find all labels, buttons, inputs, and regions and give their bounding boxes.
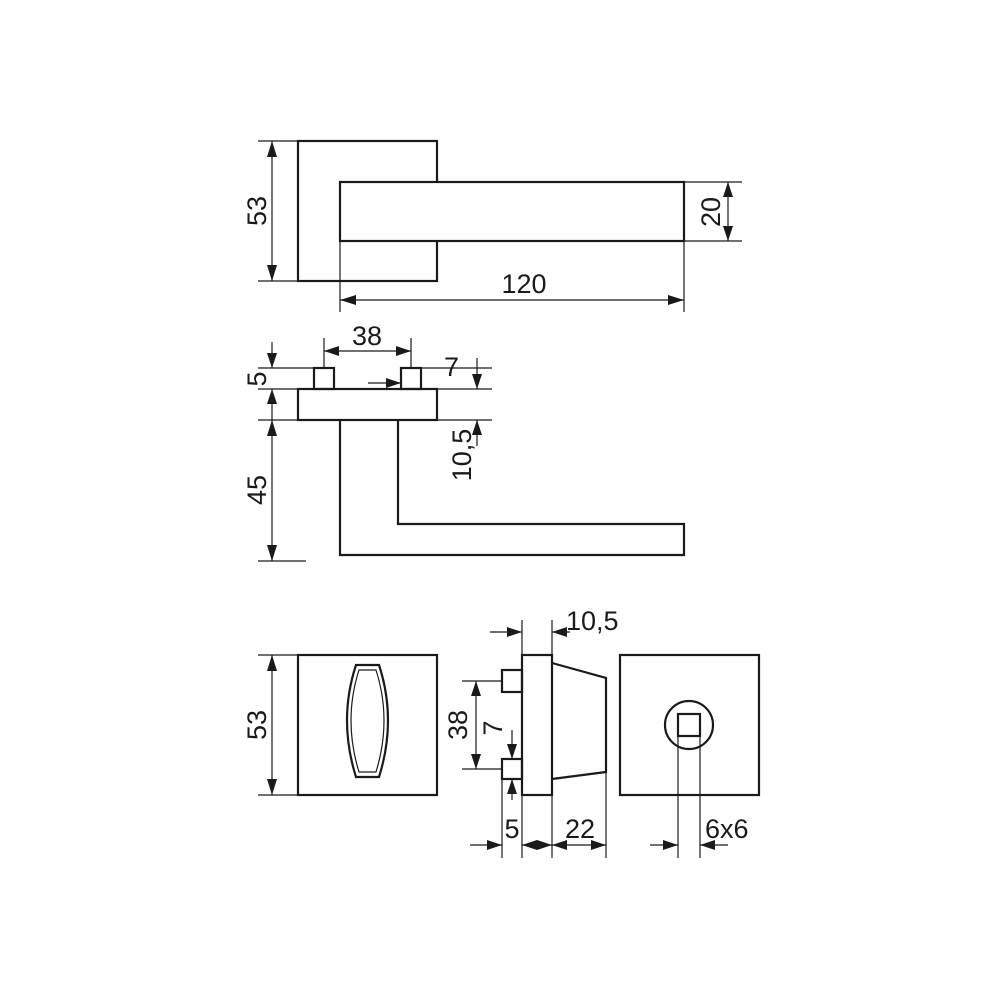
dim-side-lever-drop: 45 bbox=[242, 419, 306, 562]
turn-knob-front-view: 53 bbox=[242, 653, 439, 797]
turn-knob-inner bbox=[350, 669, 385, 773]
dim-label-turn-pin-spacing: 38 bbox=[443, 710, 473, 740]
top-view: 53 20 120 bbox=[242, 139, 742, 312]
dim-label-turn-pin-size: 7 bbox=[478, 720, 508, 735]
turn-back-rose-plate bbox=[618, 653, 761, 797]
dim-turn-depths: 5 22 bbox=[470, 772, 607, 858]
turn-side-rose-plate bbox=[520, 653, 554, 797]
turn-rose-plate bbox=[296, 653, 439, 797]
dim-turn-rose-height: 53 bbox=[242, 654, 298, 796]
side-pin-left bbox=[312, 366, 336, 391]
dim-label-top-rose-height: 53 bbox=[242, 196, 272, 226]
side-view: 38 5 7 10,5 bbox=[242, 321, 686, 562]
turn-side-pin-top bbox=[500, 668, 524, 694]
spindle-boss bbox=[663, 699, 715, 751]
dim-top-rose-height: 53 bbox=[242, 140, 298, 282]
dim-side-pin-height: 5 bbox=[242, 342, 314, 420]
turn-side-knob bbox=[551, 661, 608, 781]
dim-label-turn-rose-height: 53 bbox=[242, 710, 272, 740]
dim-turn-pin-spacing: 38 bbox=[443, 680, 502, 770]
turn-back-view: 6x6 bbox=[618, 653, 761, 858]
side-rose-plate bbox=[296, 387, 439, 422]
dim-label-top-lever-length: 120 bbox=[501, 269, 546, 299]
turn-side-pin-bottom bbox=[500, 757, 524, 781]
dim-label-side-lever-drop: 45 bbox=[242, 475, 272, 505]
dim-top-lever-length: 120 bbox=[339, 241, 685, 312]
dim-label-side-rose-thickness: 10,5 bbox=[447, 429, 477, 482]
dim-spindle-square: 6x6 bbox=[650, 736, 749, 858]
side-lever-body bbox=[338, 420, 686, 557]
dim-label-top-lever-thickness: 20 bbox=[696, 197, 726, 227]
dim-side-pin-width: 7 bbox=[368, 352, 492, 390]
top-lever-body bbox=[338, 180, 686, 243]
dim-label-side-pin-spacing: 38 bbox=[352, 321, 382, 351]
dim-label-turn-knob-length: 22 bbox=[565, 814, 595, 844]
dim-turn-rose-thickness: 10,5 bbox=[490, 606, 619, 655]
dim-label-side-pin-width: 7 bbox=[444, 352, 459, 382]
turn-knob-side-view: 10,5 38 7 bbox=[443, 606, 619, 858]
turn-knob-outer bbox=[345, 663, 390, 779]
side-pin-right bbox=[399, 366, 423, 391]
dim-side-rose-thickness: 10,5 bbox=[437, 419, 492, 482]
dim-top-lever-thickness: 20 bbox=[684, 181, 742, 242]
dim-label-side-pin-height: 5 bbox=[242, 371, 272, 386]
dim-label-spindle-square: 6x6 bbox=[705, 814, 749, 844]
dim-label-turn-rose-thickness: 10,5 bbox=[566, 606, 619, 636]
dim-label-turn-pin-depth: 5 bbox=[504, 814, 519, 844]
spindle-square-hole bbox=[676, 712, 702, 738]
dim-turn-pin-size: 7 bbox=[478, 720, 517, 800]
dim-side-pin-spacing: 38 bbox=[323, 321, 412, 368]
